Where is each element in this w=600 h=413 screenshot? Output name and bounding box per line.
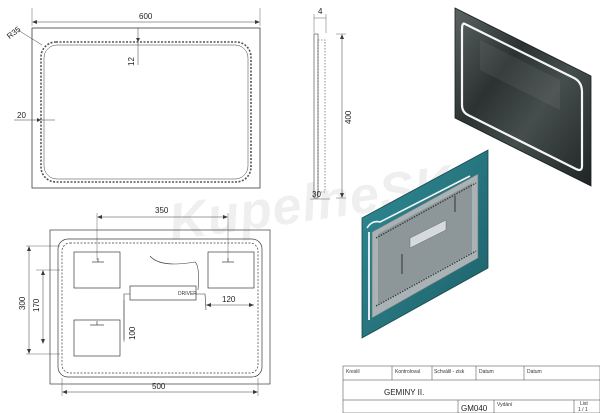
back-top-width-label: 350: [155, 206, 169, 215]
tb-date2-header: Datum: [527, 369, 542, 375]
front-radius-label: R35: [5, 24, 23, 40]
render-front-3d: [454, 7, 592, 187]
led-strip-outline: [40, 41, 252, 183]
mirror-glass-render: [454, 7, 592, 187]
front-view: [14, 8, 261, 189]
back-outline: [49, 229, 271, 385]
back-bottom-width-label: 500: [152, 382, 166, 391]
side-thickness-label: 4: [318, 7, 323, 16]
back-height-inner-label: 170: [32, 298, 41, 312]
back-height-outer-label: 300: [18, 296, 27, 310]
driver-box-render: [409, 219, 447, 249]
back-box-height-label: 100: [128, 326, 137, 340]
tb-issued-label: Vydání: [497, 402, 513, 408]
mount-plate-top-right: [207, 251, 255, 289]
tb-sheet-label: List: [580, 401, 588, 407]
render-back-3d: [361, 149, 489, 339]
led-strip-render: [460, 22, 584, 172]
back-view: [26, 213, 271, 396]
back-inner-rounded-2: [61, 242, 259, 374]
mirror-outline: [31, 27, 261, 189]
driver-box: [129, 285, 197, 301]
front-side-margin-label: 20: [17, 111, 26, 120]
tb-sheet-value: 1 / 1: [578, 407, 588, 413]
tb-product-name: GEMINY II.: [384, 388, 424, 397]
mirror-glass-edge: [313, 33, 319, 199]
front-top-margin-label: 12: [127, 57, 136, 66]
title-block: [342, 365, 600, 413]
front-width-label: 600: [139, 12, 153, 21]
tb-drawn-header: Kreslil: [346, 369, 360, 375]
back-inner-rounded: [57, 238, 263, 378]
tb-date1-header: Datum: [479, 369, 494, 375]
side-view: [310, 14, 346, 200]
driver-label: DRIVER: [178, 291, 197, 297]
mount-plate-bottom-left: [73, 319, 121, 357]
tb-code: GM040: [461, 404, 488, 413]
tb-approved-header: Schválil - zisk: [434, 369, 465, 375]
side-height-label: 400: [344, 110, 353, 124]
tb-checked-header: Kontroloval: [395, 369, 420, 375]
led-strip-inner: [43, 44, 249, 180]
back-box-width-label: 120: [222, 295, 236, 304]
side-depth-label: 30: [312, 190, 321, 199]
mirror-backing: [317, 39, 326, 193]
